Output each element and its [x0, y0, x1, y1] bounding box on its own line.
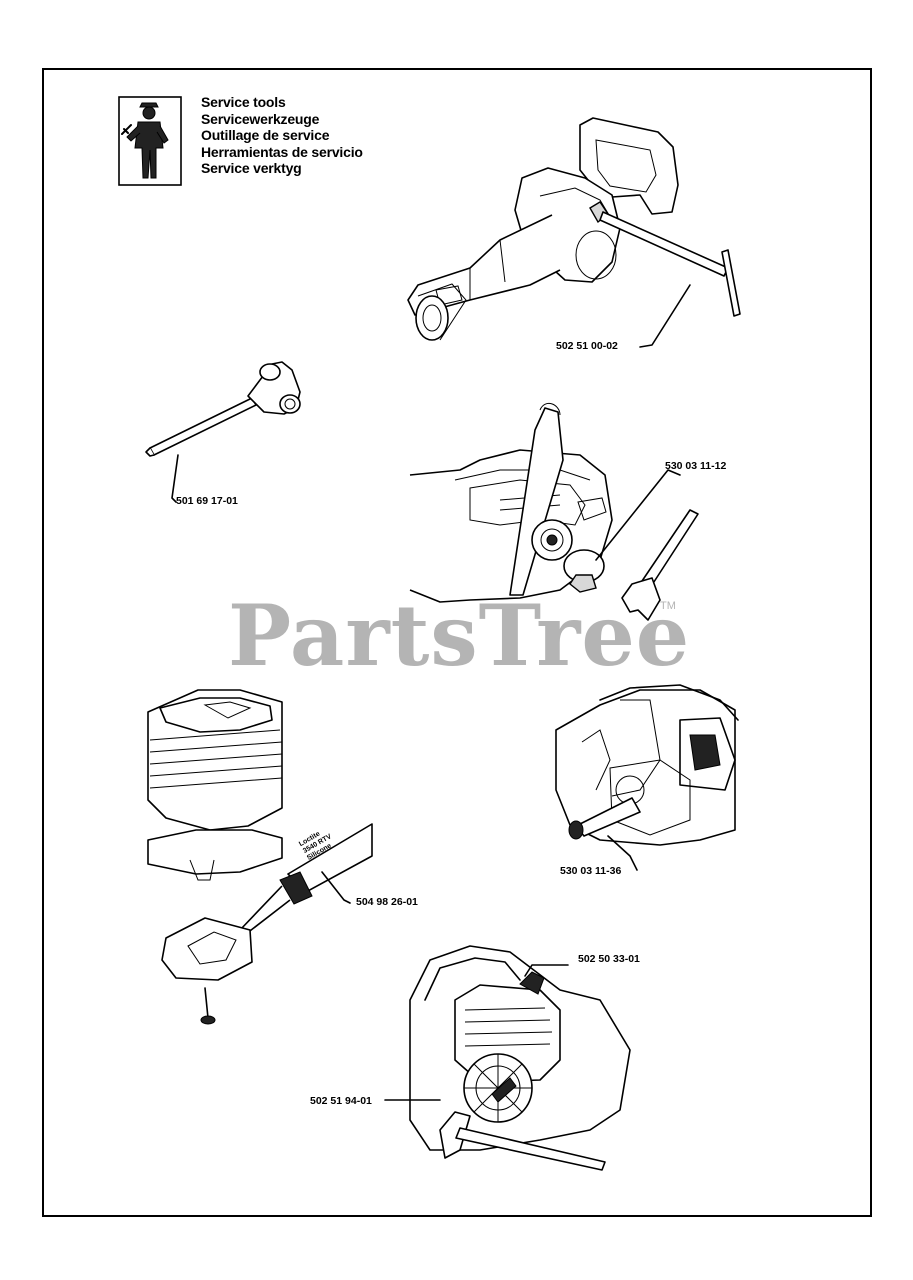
piston-stop-flywheel-illustration	[384, 945, 631, 1171]
clutch-tool-illustration	[555, 684, 739, 871]
header-title-block: Service tools Servicewerkzeuge Outillage…	[201, 94, 363, 177]
title-spanish: Herramientas de servicio	[201, 143, 363, 160]
page-frame	[42, 68, 872, 1217]
part-number-502-50-33-01: 502 50 33-01	[578, 953, 640, 965]
part-number-530-03-11-12: 530 03 11-12	[665, 460, 727, 472]
part-number-504-98-26-01: 504 98 26-01	[356, 896, 418, 908]
part-number-501-69-17-01: 501 69 17-01	[176, 495, 238, 507]
cylinder-sealant-tube-illustration	[147, 689, 373, 1025]
watermark-trademark: TM	[660, 600, 676, 612]
part-number-502-51-00-02: 502 51 00-02	[556, 340, 618, 352]
title-french: Outillage de service	[201, 127, 330, 143]
title-english: Service tools	[201, 94, 286, 110]
part-number-530-03-11-36: 530 03 11-36	[560, 865, 622, 877]
part-number-502-51-94-01: 502 51 94-01	[310, 1095, 372, 1107]
rear-handle-t-wrench-illustration	[407, 117, 741, 348]
watermark-logo: PartsTree	[228, 586, 691, 685]
clutch-wrench-illustration	[409, 402, 699, 621]
combination-socket-wrench-illustration	[145, 361, 301, 503]
mechanic-with-wrench-icon	[118, 96, 182, 186]
title-swedish: Service verktyg	[201, 160, 302, 176]
title-german: Servicewerkzeuge	[201, 110, 320, 127]
